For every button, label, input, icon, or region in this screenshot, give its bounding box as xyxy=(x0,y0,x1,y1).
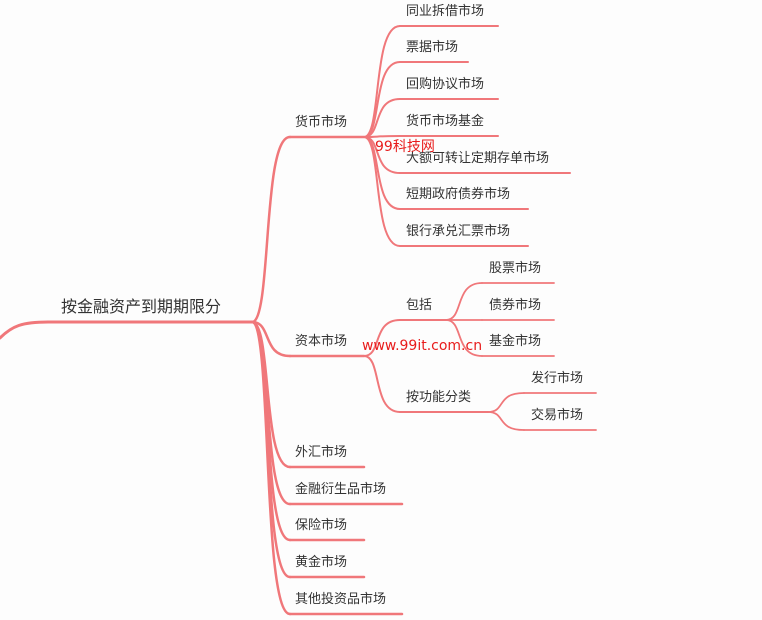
node-interbank-lending-market[interactable]: 同业拆借市场 xyxy=(406,4,485,19)
function-child-connector-1 xyxy=(487,411,525,431)
node-negotiable-cd-market[interactable]: 大额可转让定期存单市场 xyxy=(406,151,550,166)
money-child-connector-1 xyxy=(363,61,401,138)
node-bond-market[interactable]: 债券市场 xyxy=(489,298,542,313)
money-child-connector-6 xyxy=(363,136,401,247)
branch-connector-0 xyxy=(250,135,292,324)
node-fund-market[interactable]: 基金市场 xyxy=(489,334,542,349)
branch-connector-6 xyxy=(250,320,292,616)
node-repo-market[interactable]: 回购协议市场 xyxy=(406,77,485,92)
node-bill-market[interactable]: 票据市场 xyxy=(406,40,459,55)
money-child-connector-0 xyxy=(363,25,401,138)
node-includes[interactable]: 包括 xyxy=(406,298,433,313)
branch-gold-market[interactable]: 黄金市场 xyxy=(295,555,348,570)
money-child-connector-2 xyxy=(363,98,401,138)
branch-forex-market[interactable]: 外汇市场 xyxy=(295,445,348,460)
watermark-site-name: 99科技网 xyxy=(375,139,435,155)
root-node[interactable]: 按金融资产到期期限分 xyxy=(61,297,222,316)
watermark-site-url: www.99it.com.cn xyxy=(362,338,483,354)
node-bankers-acceptance-market[interactable]: 银行承兑汇票市场 xyxy=(406,224,511,239)
function-child-connector-0 xyxy=(487,392,525,413)
capital-child-connector-1 xyxy=(363,355,401,413)
capital-child-connector-0 xyxy=(363,319,401,357)
branch-derivatives-market[interactable]: 金融衍生品市场 xyxy=(295,482,387,497)
node-money-market-fund[interactable]: 货币市场基金 xyxy=(406,114,485,129)
node-short-term-gov-bond-market[interactable]: 短期政府债券市场 xyxy=(406,187,511,202)
branch-money-market[interactable]: 货币市场 xyxy=(295,115,348,130)
branch-connector-1 xyxy=(250,320,292,358)
node-issuance-market[interactable]: 发行市场 xyxy=(531,371,584,386)
node-trading-market[interactable]: 交易市场 xyxy=(531,408,584,423)
node-by-function[interactable]: 按功能分类 xyxy=(406,390,472,405)
branch-insurance-market[interactable]: 保险市场 xyxy=(295,518,348,533)
root-incoming-connector xyxy=(0,320,50,340)
branch-other-investment-market[interactable]: 其他投资品市场 xyxy=(295,592,387,607)
includes-child-connector-2 xyxy=(445,319,483,357)
node-stock-market[interactable]: 股票市场 xyxy=(489,261,542,276)
branch-capital-market[interactable]: 资本市场 xyxy=(295,334,348,349)
includes-child-connector-0 xyxy=(445,282,483,321)
